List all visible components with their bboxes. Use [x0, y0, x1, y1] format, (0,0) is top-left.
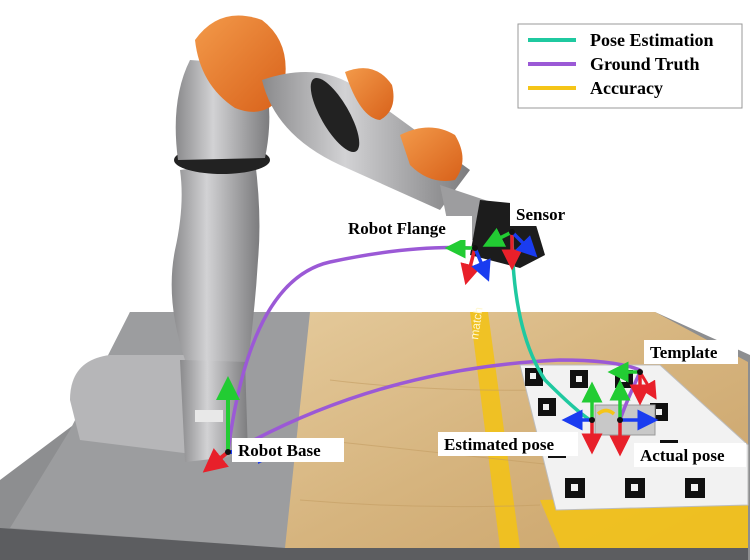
- board-text: match: [467, 306, 485, 340]
- legend-label-accuracy: Accuracy: [590, 78, 663, 98]
- accuracy-marker: [596, 408, 616, 416]
- labels: Sensor Robot Flange Template Robot Base …: [232, 202, 746, 467]
- label-robot-base: Robot Base: [238, 441, 321, 460]
- shoulder-cover: [195, 15, 286, 112]
- label-robot-flange: Robot Flange: [348, 219, 446, 238]
- robot-arm: [171, 15, 545, 362]
- label-estimated-pose: Estimated pose: [444, 435, 554, 454]
- legend-label-pose-estimation: Pose Estimation: [590, 30, 714, 50]
- label-sensor: Sensor: [516, 205, 566, 224]
- label-template: Template: [650, 343, 718, 362]
- wrist-cover: [400, 127, 463, 181]
- ground-truth-base-to-flange: [226, 245, 471, 453]
- frame-robot-flange: [444, 237, 491, 286]
- frame-estimated-pose: [561, 381, 603, 455]
- legend: Pose Estimation Ground Truth Accuracy: [517, 23, 743, 109]
- legend-label-ground-truth: Ground Truth: [590, 54, 700, 74]
- pose-estimation-sensor-to-estimated: [510, 229, 591, 422]
- frame-actual-pose: [609, 379, 659, 457]
- label-actual-pose: Actual pose: [640, 446, 725, 465]
- elbow-cover: [345, 68, 394, 120]
- frame-template: [607, 361, 657, 406]
- frame-sensor: [482, 227, 538, 271]
